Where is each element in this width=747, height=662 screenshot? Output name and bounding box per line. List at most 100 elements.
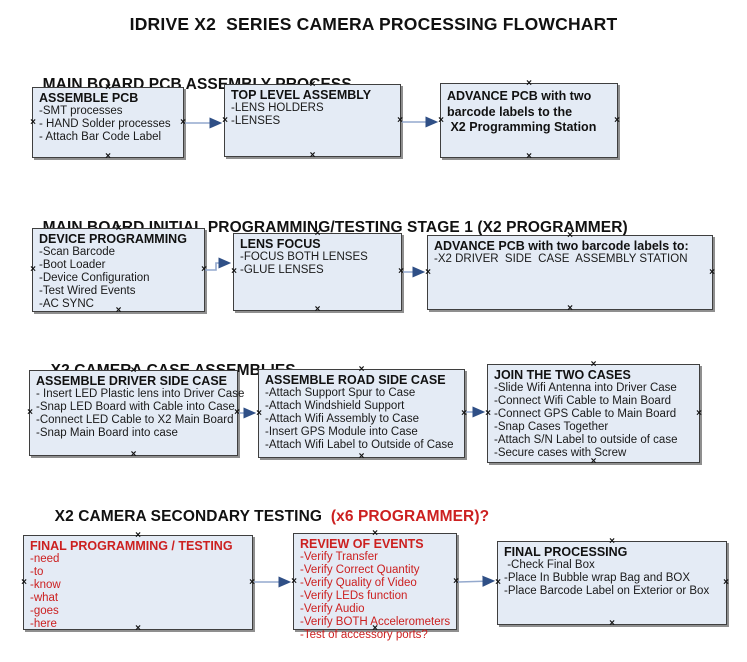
box-line: -Attach Wifi Label to Outside of Case [265,439,454,451]
box-line: -what [30,592,59,604]
box-line: -Boot Loader [39,259,106,271]
box-line: -LENSES [231,115,281,127]
arrow-device-programming-to-lens-focus[interactable] [205,257,232,271]
box-title: JOIN THE TWO CASES [494,368,631,382]
section-heading-secondary-testing: X2 CAMERA SECONDARY TESTING (x6 PROGRAMM… [37,490,489,544]
box-line: -Scan Barcode [39,246,116,258]
box-title: ASSEMBLE ROAD SIDE CASE [265,373,446,387]
box-line: -Attach S/N Label to outside of case [494,434,678,446]
flow-box-advance-pcb-driver-side[interactable]: ADVANCE PCB with two barcode labels to: … [425,231,715,314]
section-heading-text: X2 CAMERA SECONDARY TESTING [54,508,331,525]
connection-point-icon: × [438,114,444,126]
box-title: ASSEMBLE PCB [39,91,139,105]
flow-box-assemble-road-side-case[interactable]: ASSEMBLE ROAD SIDE CASE -Attach Support … [256,365,467,462]
box-line: -Connect GPS Cable to Main Board [494,408,677,420]
flow-box-final-programming-testing[interactable]: FINAL PROGRAMMING / TESTING -need-to-kno… [21,531,255,634]
box-line: -Place Barcode Label on Exterior or Box [504,585,710,597]
box-title: ADVANCE PCB with two barcode labels to: [434,239,689,253]
box-line: -Insert GPS Module into Case [265,426,418,438]
box-title: TOP LEVEL ASSEMBLY [231,88,372,102]
connection-point-icon: × [201,264,207,275]
flow-box-assemble-pcb[interactable]: ASSEMBLE PCB -SMT processes- HAND Solder… [30,83,186,162]
connection-point-icon: × [526,151,532,162]
box-line: -Snap Cases Together [494,421,609,433]
box-line: -here [30,618,57,630]
connection-point-icon: × [709,266,715,278]
box-line: -Snap Main Board into case [36,427,178,439]
box-line: -Verify Correct Quantity [300,564,420,576]
box-line: -Attach Support Spur to Case [265,387,416,399]
connection-point-icon: × [130,449,137,460]
connection-point-icon: × [358,451,365,462]
page-title: IDRIVE X2 SERIES CAMERA PROCESSING FLOWC… [129,14,618,34]
box-line: -Slide Wifi Antenna into Driver Case [494,382,677,394]
box-lines: -X2 DRIVER SIDE CASE ASSEMBLY STATION [434,253,708,266]
box-line: -to [30,566,44,578]
box-line: -Connect Wifi Cable to Main Board [494,395,672,407]
flow-box-lens-focus[interactable]: LENS FOCUS -FOCUS BOTH LENSES-GLUE LENSE… [231,229,404,315]
box-lines: - Insert LED Plastic lens into Driver Ca… [36,388,245,440]
box-line: -need [30,553,60,565]
connection-point-icon: × [256,407,262,419]
flow-box-join-the-two-cases[interactable]: JOIN THE TWO CASES -Slide Wifi Antenna i… [485,360,702,467]
box-line: -Attach Wifi Assembly to Case [265,413,420,425]
flow-box-review-of-events[interactable]: REVIEW OF EVENTS -Verify Transfer-Verify… [291,529,459,642]
box-line: - Attach Bar Code Label [39,131,162,143]
connection-point-icon: × [249,576,255,588]
flow-box-device-programming[interactable]: DEVICE PROGRAMMING -Scan Barcode-Boot Lo… [30,224,207,316]
box-lines: -FOCUS BOTH LENSES-GLUE LENSES [240,251,397,277]
box-line: -Test of accessory ports? [300,629,428,641]
connection-point-icon: × [30,264,36,275]
box-title: ASSEMBLE DRIVER SIDE CASE [36,374,228,388]
box-line: -Verify BOTH Accelerometers [300,616,451,628]
box-title: FINAL PROCESSING [504,545,628,559]
box-line: X2 Programming Station [447,120,597,134]
box-line: -Test Wired Events [39,285,136,297]
box-lines: -Scan Barcode-Boot Loader-Device Configu… [39,246,200,311]
flow-box-top-level-assembly[interactable]: TOP LEVEL ASSEMBLY -LENS HOLDERS-LENSES … [222,80,403,161]
box-line: -Snap LED Board with Cable into Case [36,401,235,413]
box-line: -Device Configuration [39,272,150,284]
box-line: -goes [30,605,59,617]
box-line: -AC SYNC [39,298,94,310]
connection-point-icon: × [21,576,27,588]
box-line: -Verify Audio [300,603,365,615]
box-line: ADVANCE PCB with two [447,89,592,103]
box-line: -know [30,579,61,591]
box-lines: -SMT processes- HAND Solder processes- A… [39,105,179,144]
box-lines: -need-to-know-what-goes-here [30,553,248,631]
flow-box-final-processing[interactable]: FINAL PROCESSING -Check Final Box-Place … [495,537,729,629]
box-line: -Check Final Box [504,559,595,571]
section-heading-red-text: (x6 PROGRAMMER)? [330,508,490,525]
box-lines: -Attach Support Spur to Case-Attach Wind… [265,387,460,452]
connection-point-icon: × [27,407,33,418]
box-title: LENS FOCUS [240,237,321,251]
box-lines: -Slide Wifi Antenna into Driver Case-Con… [494,382,695,460]
box-line: -Place In Bubble wrap Bag and BOX [504,572,691,584]
connection-point-icon: × [609,618,615,629]
box-lines: -Check Final Box-Place In Bubble wrap Ba… [504,559,722,598]
box-title: DEVICE PROGRAMMING [39,232,187,246]
connection-point-icon: × [461,407,467,419]
connection-point-icon: × [314,304,321,315]
connection-point-icon: × [180,116,186,128]
connection-point-icon: × [105,151,111,162]
connection-point-icon: × [453,575,459,587]
box-line: barcode labels to the [447,104,573,119]
box-line: -Attach Windshield Support [265,400,405,412]
box-title: FINAL PROGRAMMING / TESTING [30,539,233,553]
box-line: -Secure cases with Screw [494,447,627,459]
connection-point-icon: × [485,407,491,419]
arrow-review-to-final-processing[interactable] [457,575,496,587]
box-line: - HAND Solder processes [39,118,171,130]
connection-point-icon: × [526,78,532,89]
box-line: -SMT processes [39,105,123,117]
box-line: - Insert LED Plastic lens into Driver Ca… [36,388,245,400]
flow-box-assemble-driver-side-case[interactable]: ASSEMBLE DRIVER SIDE CASE - Insert LED P… [27,366,245,460]
connection-point-icon: × [425,266,431,278]
box-lines: -LENS HOLDERS-LENSES [231,102,396,128]
connection-point-icon: × [309,150,316,161]
